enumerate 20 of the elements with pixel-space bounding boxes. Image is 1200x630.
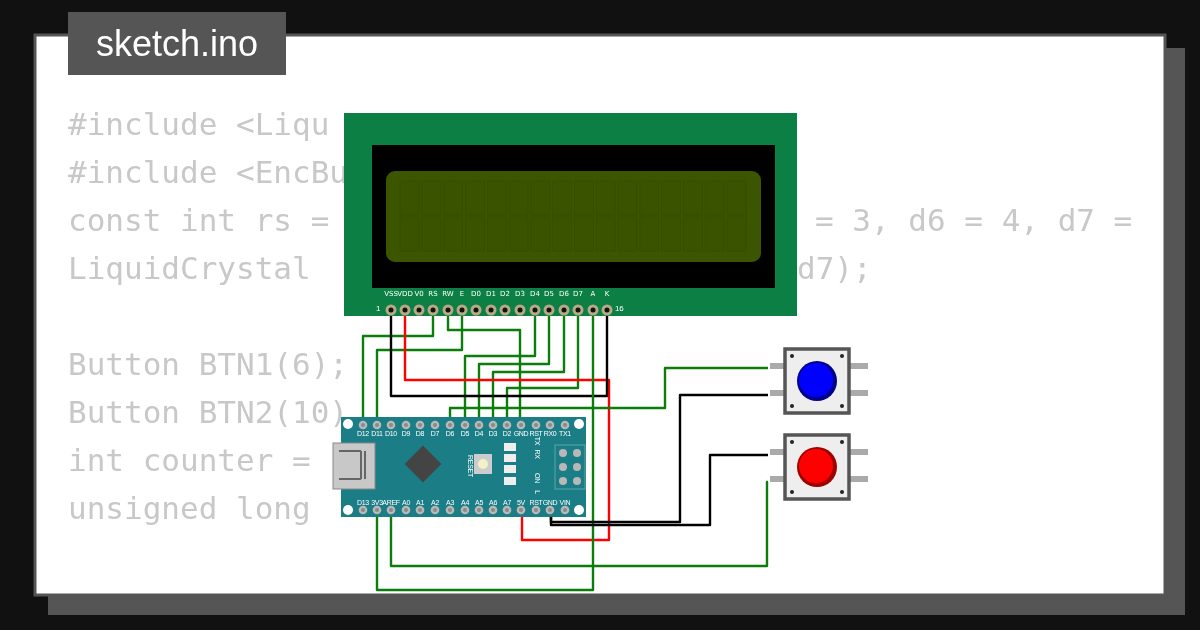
- wire: [448, 366, 768, 417]
- wire: [505, 316, 580, 417]
- wire: [463, 316, 537, 417]
- wire: [549, 453, 768, 527]
- wire: [389, 316, 609, 398]
- wire: [549, 393, 768, 524]
- wire: [446, 316, 522, 417]
- pin-number: 1: [376, 305, 381, 312]
- wire: [375, 316, 464, 417]
- push-button: [768, 346, 868, 416]
- wire: [491, 316, 566, 417]
- file-name-tab: sketch.ino: [68, 12, 286, 75]
- wire: [477, 316, 551, 417]
- wire: [389, 480, 770, 568]
- wire: [403, 316, 611, 542]
- pin-number: 16: [615, 305, 624, 312]
- wire: [361, 316, 435, 417]
- lcd-module: [344, 113, 797, 316]
- wire: [375, 316, 595, 592]
- push-button: [768, 432, 868, 502]
